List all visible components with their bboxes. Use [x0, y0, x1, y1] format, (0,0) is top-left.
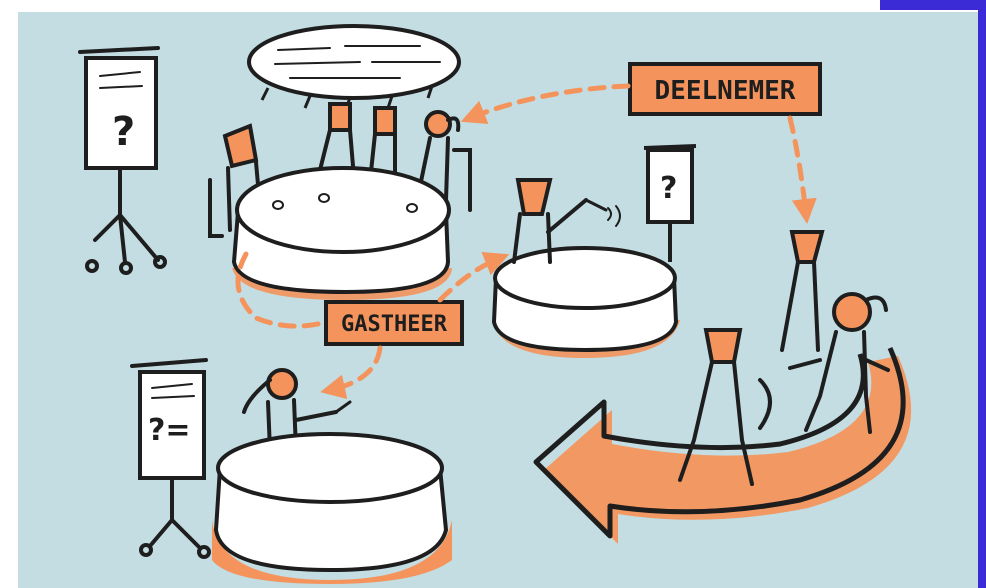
- flipchart-top-left-symbol: ?: [112, 109, 135, 155]
- speech-cloud: [249, 26, 459, 108]
- walking-person-top: [782, 232, 822, 350]
- flipchart-bottom-left: ?=: [132, 360, 209, 557]
- flipchart-center: ?: [644, 146, 696, 262]
- flipchart-center-symbol: ?: [660, 171, 677, 206]
- label-deelnemer: DEELNEMER: [630, 64, 820, 114]
- flipchart-bottom-left-symbol: ?=: [148, 413, 191, 448]
- top-table: [232, 168, 452, 300]
- label-gastheer: GASTHEER: [326, 302, 462, 344]
- bottom-left-table: [212, 434, 452, 584]
- label-deelnemer-text: DEELNEMER: [655, 76, 796, 106]
- big-return-arrow: [536, 348, 911, 544]
- flipchart-top-left: ?: [80, 48, 165, 273]
- center-table: [492, 248, 680, 358]
- label-gastheer-text: GASTHEER: [341, 312, 448, 337]
